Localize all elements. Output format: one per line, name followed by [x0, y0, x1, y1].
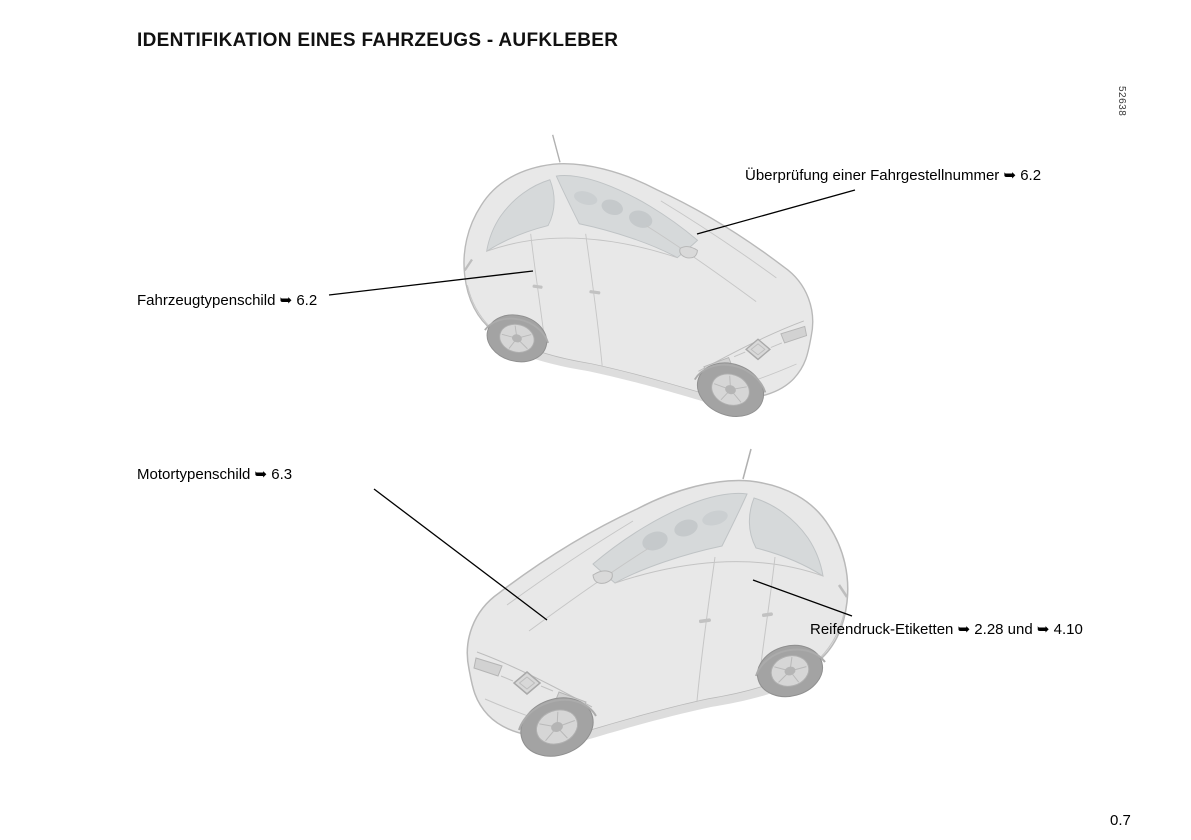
- callout-vin-check-label: Überprüfung einer Fahrgestellnummer ➥ 6.…: [745, 167, 1042, 184]
- callout-vehicle-type-plate-label: Fahrzeugtypenschild ➥ 6.2: [137, 292, 318, 309]
- vehicle-illustration-bottom-drawing: [443, 433, 863, 773]
- callout-engine-type-plate-label: Motortypenschild ➥ 6.3: [137, 466, 293, 483]
- callout-tyre-pressure-label: Reifendruck-Etiketten ➥ 2.28 und ➥ 4.10: [810, 621, 1083, 638]
- figure-reference-number: 52638: [1116, 86, 1127, 117]
- vehicle-illustration-bottom: [443, 433, 863, 773]
- page-title: IDENTIFIKATION EINES FAHRZEUGS - AUFKLEB…: [137, 30, 619, 51]
- page-number: 0.7: [1110, 812, 1131, 829]
